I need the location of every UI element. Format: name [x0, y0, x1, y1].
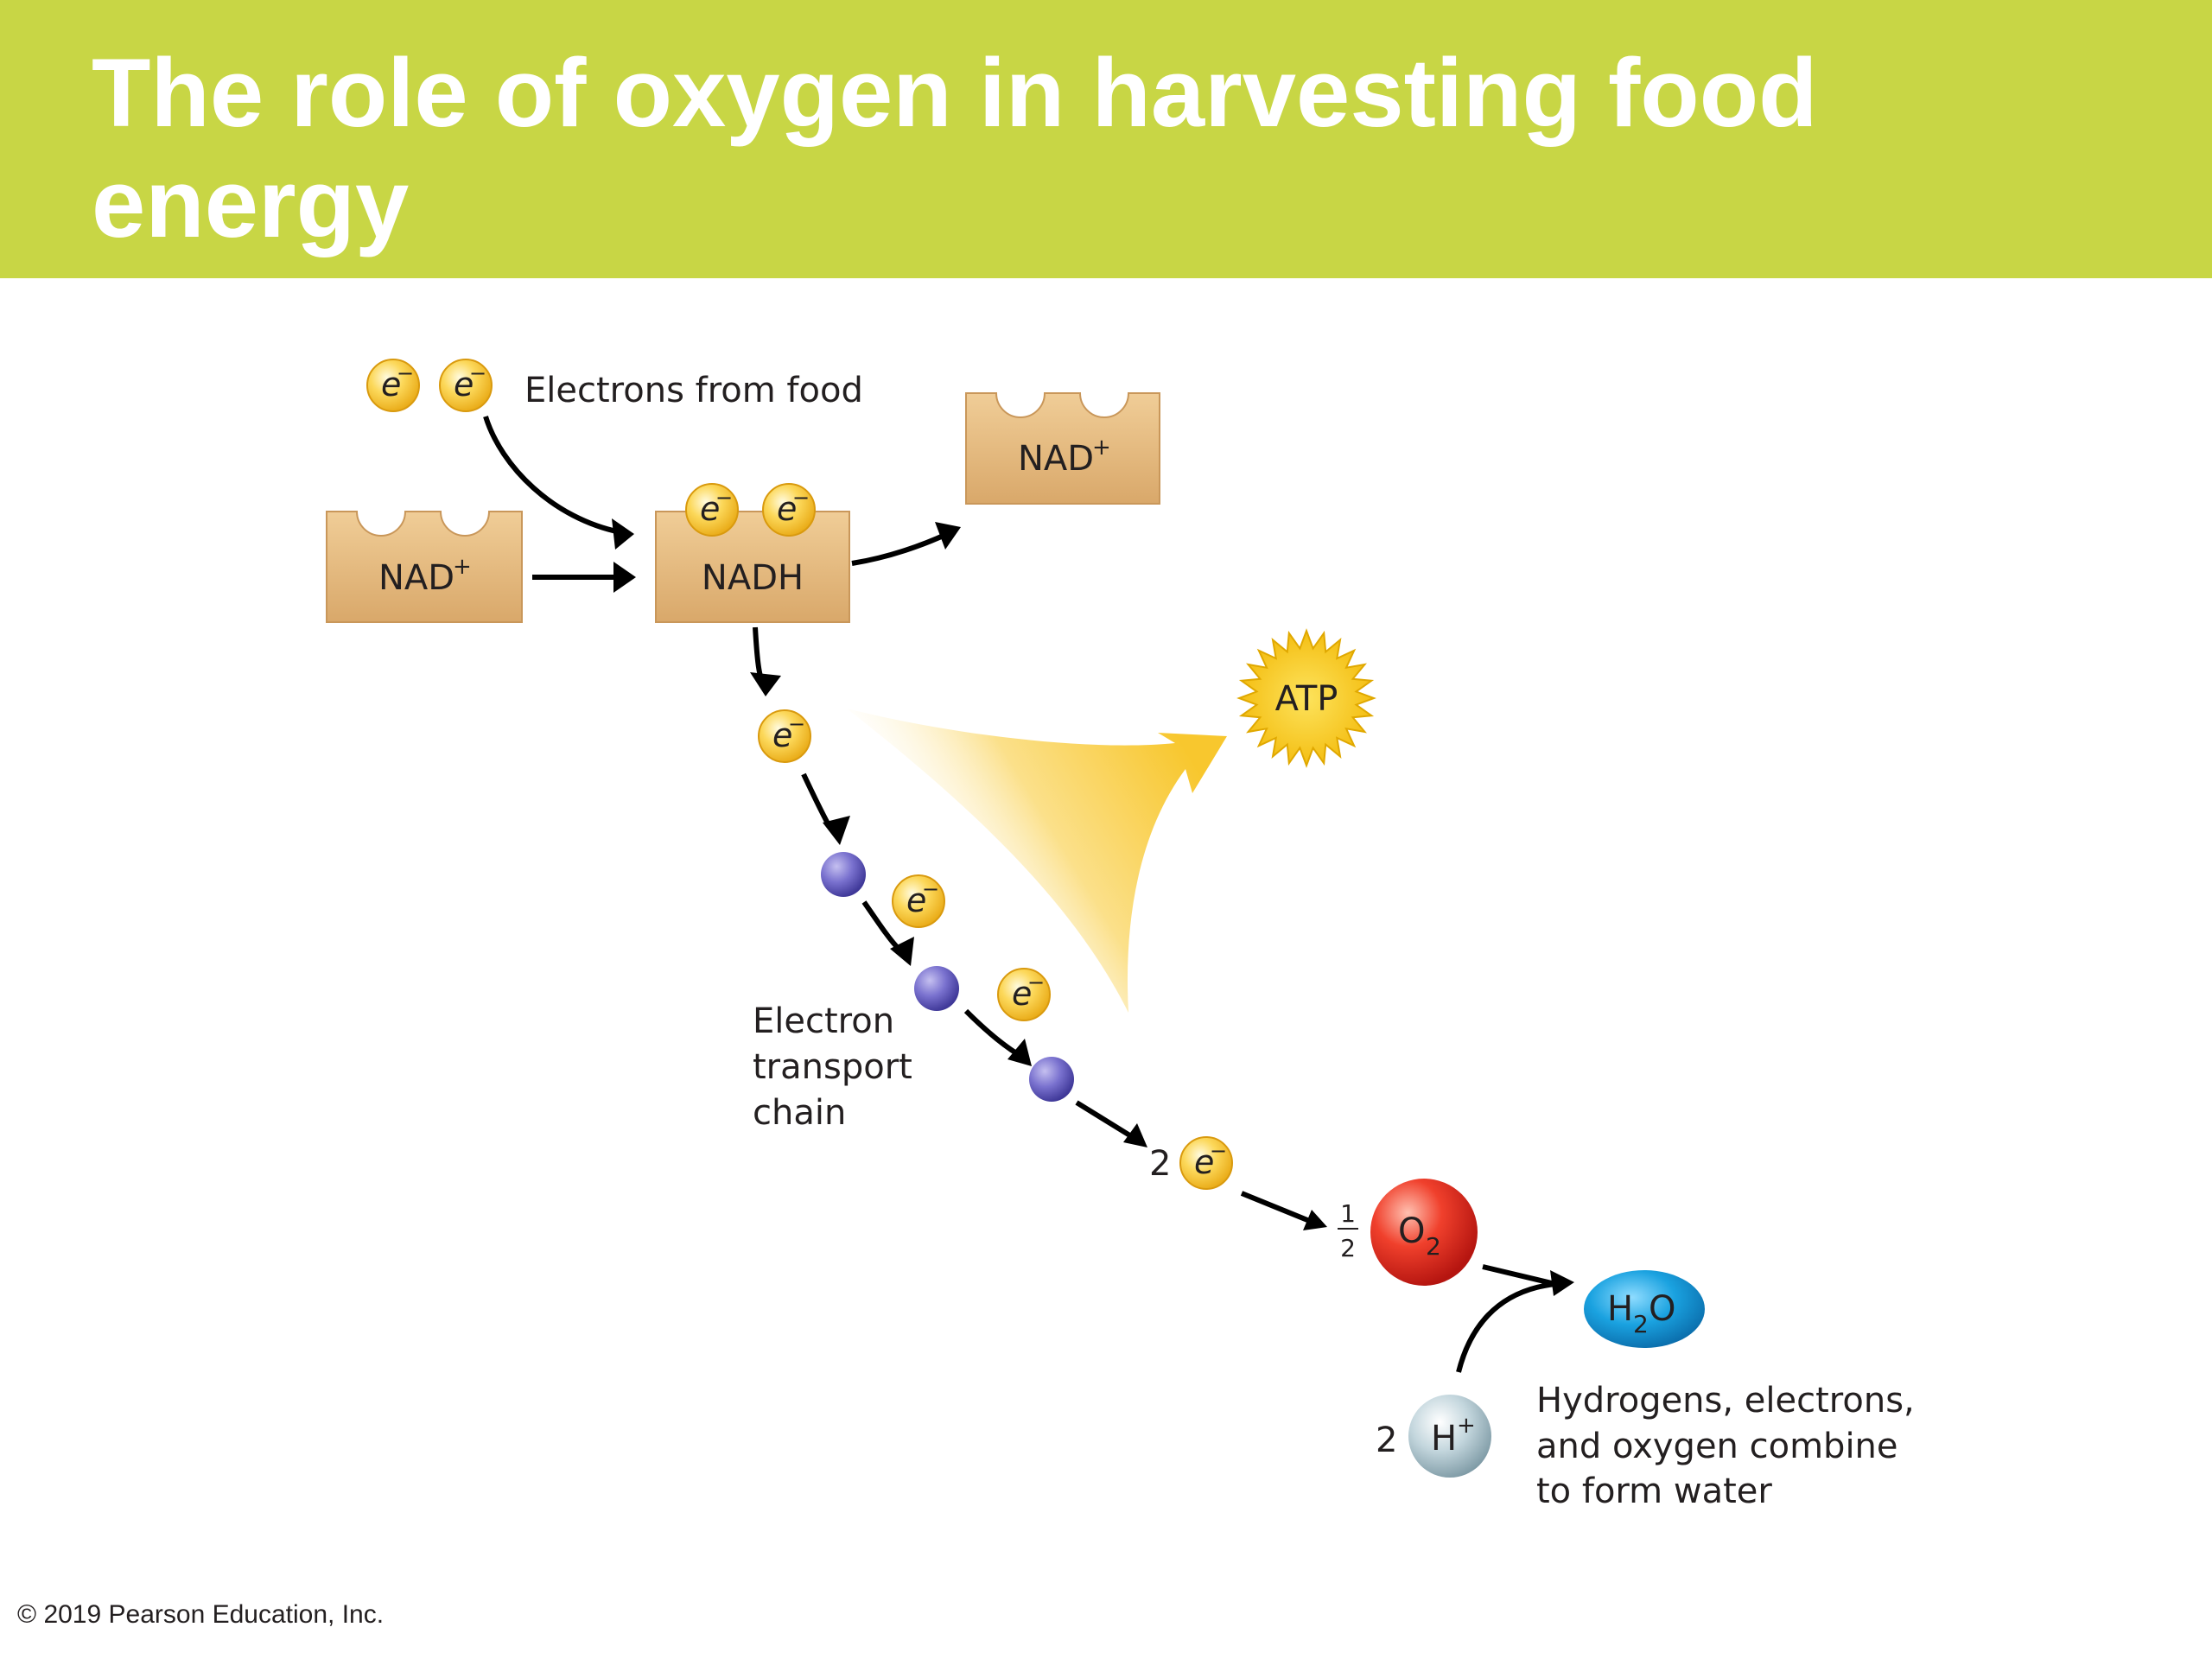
svg-text:+: + [453, 554, 472, 580]
svg-text:Hydrogens, electrons,: Hydrogens, electrons, [1536, 1381, 1915, 1421]
svg-text:H: H [1431, 1419, 1457, 1459]
svg-text:1: 1 [1340, 1199, 1356, 1228]
slide-title: The role of oxygen in harvesting food en… [92, 39, 1818, 257]
flow-arrows [483, 416, 1574, 1373]
electron-4: e− [762, 483, 816, 537]
electron-transport-chain-label: Electron transport chain [753, 1001, 912, 1133]
electron-1: e− [366, 359, 420, 412]
svg-text:e: e [700, 490, 720, 528]
svg-text:2: 2 [1633, 1310, 1649, 1338]
electron-transport-chain-carriers [821, 852, 1074, 1102]
electrons: e−e−e−e−e−e−e−e− [366, 359, 1233, 1190]
svg-text:−: − [397, 361, 414, 385]
svg-text:2: 2 [1340, 1234, 1356, 1262]
svg-text:−: − [469, 361, 486, 385]
energy-release-sweep [847, 709, 1227, 1013]
svg-text:−: − [1210, 1139, 1227, 1163]
electron-8: e− [1179, 1136, 1233, 1190]
water-formation-label: Hydrogens, electrons, and oxygen combine… [1536, 1381, 1915, 1511]
svg-text:to form water: to form water [1536, 1471, 1772, 1511]
title-bar: The role of oxygen in harvesting food en… [0, 0, 2212, 278]
svg-text:−: − [922, 877, 939, 901]
svg-text:e: e [906, 881, 926, 919]
svg-text:chain: chain [753, 1093, 846, 1133]
svg-text:e: e [772, 716, 792, 754]
svg-text:−: − [1027, 970, 1045, 995]
oxygen-molecule: O 2 [1370, 1179, 1478, 1286]
svg-text:2: 2 [1426, 1232, 1441, 1261]
atp-burst: ATP [1236, 628, 1376, 768]
nad-plus-label: NAD [1018, 439, 1094, 479]
half-coefficient: 1 2 [1338, 1199, 1358, 1262]
svg-text:−: − [715, 486, 733, 510]
carrier-protein-3 [1029, 1057, 1074, 1102]
two-electrons-coefficient: 2 [1149, 1144, 1171, 1184]
svg-text:+: + [1457, 1413, 1476, 1439]
nad-plus-box-left: NAD + [326, 511, 523, 623]
svg-text:e: e [454, 365, 474, 404]
copyright-notice: © 2019 Pearson Education, Inc. [17, 1600, 385, 1629]
svg-text:transport: transport [753, 1047, 912, 1087]
svg-text:e: e [777, 490, 797, 528]
svg-text:Electron: Electron [753, 1001, 894, 1041]
carrier-protein-1 [821, 852, 866, 897]
hydrogen-ion-coefficient: 2 [1376, 1421, 1397, 1460]
carrier-protein-2 [914, 966, 959, 1011]
svg-text:ATP: ATP [1275, 679, 1338, 719]
nadh-box: NADH [655, 511, 850, 623]
svg-text:and oxygen combine: and oxygen combine [1536, 1427, 1898, 1466]
svg-text:−: − [788, 712, 805, 736]
svg-text:e: e [1194, 1143, 1214, 1181]
svg-text:O: O [1649, 1289, 1675, 1329]
svg-text:O: O [1398, 1211, 1425, 1251]
svg-text:e: e [381, 365, 401, 404]
svg-text:H: H [1607, 1289, 1633, 1329]
electron-3: e− [685, 483, 739, 537]
electrons-from-food-label: Electrons from food [524, 371, 863, 410]
water-molecule: H 2 O [1584, 1270, 1705, 1348]
electron-6: e− [892, 874, 945, 928]
hydrogen-ion: H + [1408, 1395, 1491, 1478]
nadh-label: NADH [702, 558, 804, 598]
electron-5: e− [758, 709, 811, 763]
electron-2: e− [439, 359, 493, 412]
electron-7: e− [997, 968, 1051, 1021]
svg-text:−: − [792, 486, 810, 510]
nad-plus-label: NAD [378, 558, 454, 598]
svg-text:+: + [1092, 435, 1111, 461]
nad-plus-box-right: NAD + [965, 392, 1160, 505]
svg-text:e: e [1012, 975, 1032, 1013]
